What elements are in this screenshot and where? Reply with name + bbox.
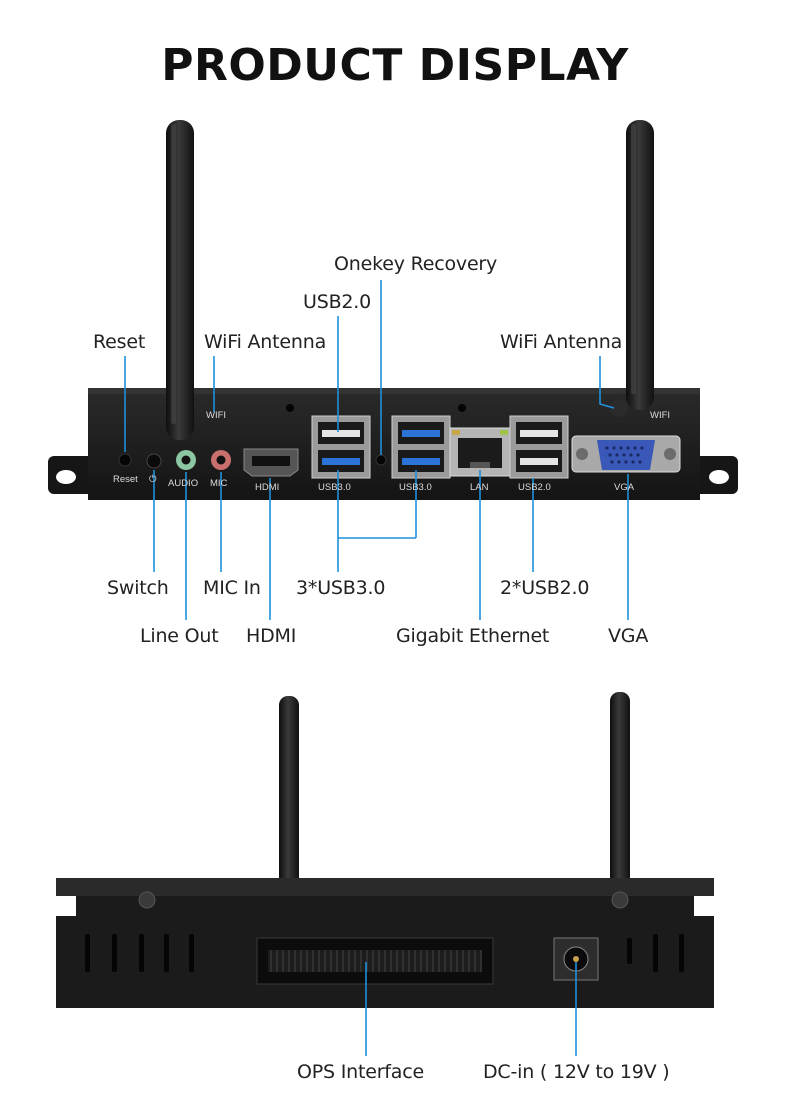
callout-ops-interface: OPS Interface <box>297 1061 424 1083</box>
panel-label-wifi-left: WIFI <box>206 410 227 421</box>
callout-3-usb30: 3*USB3.0 <box>296 577 386 599</box>
mount-ear-right <box>690 456 738 494</box>
panel-label-usb30-a: USB3.0 <box>318 482 351 493</box>
callout-vga: VGA <box>608 625 649 647</box>
callout-onekey-recovery: Onekey Recovery <box>334 253 498 275</box>
panel-label-mic: MIC <box>210 478 228 489</box>
callout-gigabit-ethernet: Gigabit Ethernet <box>396 625 550 647</box>
usb-stack-2 <box>391 415 451 479</box>
vga-port <box>571 435 681 473</box>
panel-label-usb20: USB2.0 <box>518 482 551 493</box>
panel-label-vga: VGA <box>614 482 635 493</box>
callout-lines-top <box>124 280 629 620</box>
panel-label-wifi-right: WIFI <box>650 410 671 421</box>
mic-jack <box>211 450 231 470</box>
wifi-antenna-right <box>610 120 654 417</box>
callout-wifi-antenna-right: WiFi Antenna <box>500 331 623 353</box>
power-switch-icon <box>146 453 162 469</box>
panel-label-lan: LAN <box>470 482 489 493</box>
panel-label-reset: Reset <box>113 474 138 485</box>
lan-port <box>449 427 511 477</box>
callout-usb20-top: USB2.0 <box>303 291 372 313</box>
vents-right <box>627 934 684 972</box>
onekey-recovery-hole <box>375 454 387 466</box>
wifi-antenna-bottom-right <box>610 692 630 886</box>
power-icon: ⏻ <box>149 474 157 485</box>
callout-reset: Reset <box>93 331 146 353</box>
callout-wifi-antenna-left: WiFi Antenna <box>204 331 327 353</box>
ops-connector <box>256 937 494 985</box>
panel-label-usb30-b: USB3.0 <box>399 482 432 493</box>
callout-2-usb20: 2*USB2.0 <box>500 577 590 599</box>
mount-ear-left <box>48 456 98 494</box>
callout-hdmi: HDMI <box>246 625 297 647</box>
reset-hole <box>118 453 132 467</box>
callout-mic-in: MIC In <box>203 577 261 599</box>
callout-line-out: Line Out <box>140 625 219 647</box>
vents-left <box>85 934 194 972</box>
audio-jack <box>176 450 196 470</box>
callout-dc-in: DC-in ( 12V to 19V ) <box>483 1061 670 1083</box>
page-title: PRODUCT DISPLAY <box>161 40 629 91</box>
panel-label-audio: AUDIO <box>168 478 199 489</box>
usb-stack-3 <box>509 415 569 479</box>
wifi-antenna-left <box>166 120 194 440</box>
callout-lines-bottom <box>365 962 577 1056</box>
usb-stack-1 <box>311 415 371 479</box>
callout-switch: Switch <box>107 577 169 599</box>
hdmi-port <box>243 448 299 477</box>
wifi-antenna-bottom-left <box>279 696 299 886</box>
panel-label-hdmi: HDMI <box>255 482 280 493</box>
